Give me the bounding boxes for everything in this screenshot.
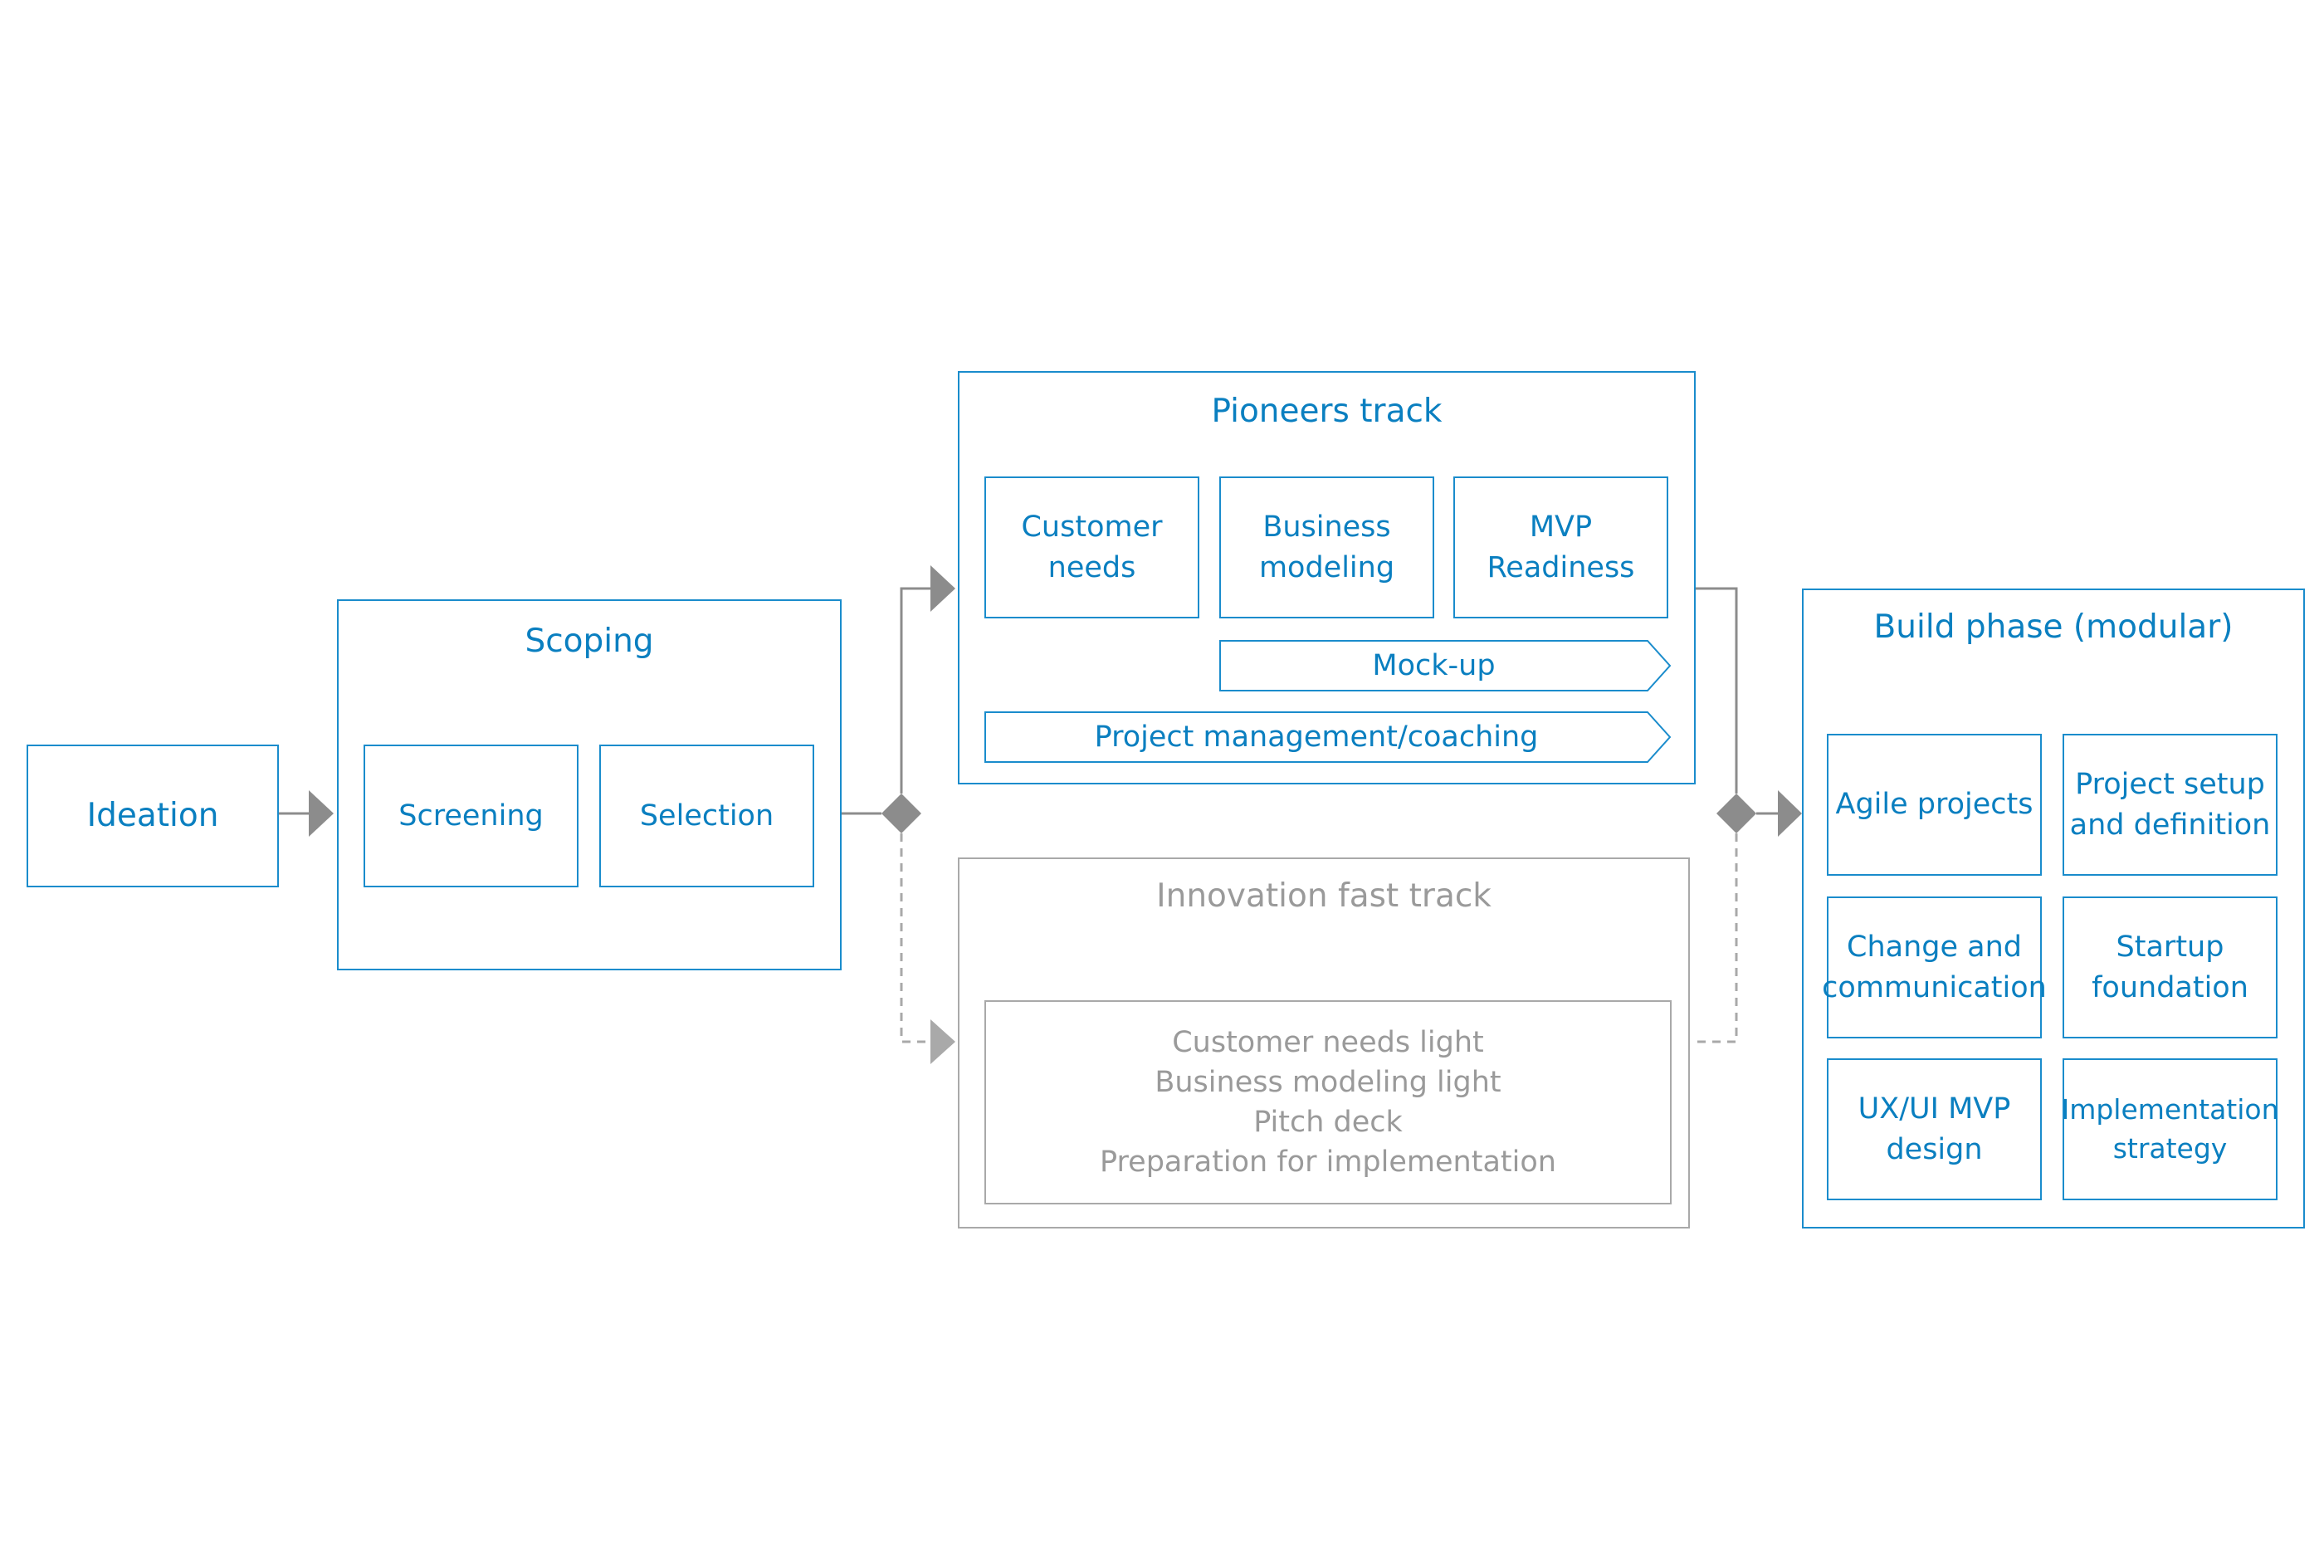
- split-diamond: [881, 794, 921, 833]
- merge-diamond: [1716, 794, 1756, 833]
- fast-track-item: Pitch deck: [1253, 1106, 1403, 1139]
- customer-needs-box: Customer needs: [984, 476, 1199, 618]
- ux-ui-mvp-design-label: UX/UI MVP design: [1858, 1092, 2011, 1166]
- build-phase-container: Build phase (modular): [1802, 589, 2305, 1229]
- arrow-head-pioneers: [930, 565, 955, 612]
- connector-pioneers-merge: [1696, 587, 1738, 794]
- fast-track-content-box: Customer needs light Business modeling l…: [984, 1000, 1672, 1204]
- arrow-head-scoping: [309, 790, 334, 837]
- startup-foundation-label: Startup foundation: [2092, 931, 2248, 1004]
- screening-box: Screening: [364, 745, 579, 887]
- mvp-readiness-label: MVP Readiness: [1487, 510, 1635, 584]
- connector-to-fast-track: [900, 833, 930, 1043]
- implementation-strategy-label: Implementation strategy: [2061, 1093, 2279, 1165]
- startup-foundation-box: Startup foundation: [2063, 896, 2278, 1038]
- fast-track-item: Business modeling light: [1155, 1066, 1501, 1099]
- arrow-head-fast-track: [930, 1019, 955, 1064]
- business-modeling-box: Business modeling: [1219, 476, 1434, 618]
- pioneers-track-container: Pioneers track: [958, 371, 1696, 784]
- agile-projects-box: Agile projects: [1827, 734, 2042, 876]
- scoping-container: Scoping: [337, 599, 842, 970]
- fast-track-item-list: Customer needs light Business modeling l…: [1100, 1023, 1556, 1182]
- screening-label: Screening: [398, 799, 544, 833]
- mock-up-label: Mock-up: [1372, 649, 1496, 682]
- ux-ui-mvp-design-box: UX/UI MVP design: [1827, 1058, 2042, 1200]
- project-management-label: Project management/coaching: [1094, 720, 1539, 754]
- mock-up-band: [1219, 640, 1672, 691]
- selection-label: Selection: [639, 799, 774, 833]
- customer-needs-label: Customer needs: [1021, 510, 1163, 584]
- connector-fast-track-merge: [1697, 833, 1738, 1043]
- ideation-box: Ideation: [27, 745, 279, 887]
- change-communication-label: Change and communication: [1822, 931, 2047, 1004]
- pioneers-track-title: Pioneers track: [1211, 393, 1443, 430]
- build-phase-title: Build phase (modular): [1873, 608, 2234, 646]
- connector-to-pioneers: [900, 587, 930, 794]
- project-setup-label: Project setup and definition: [2069, 768, 2271, 842]
- agile-projects-label: Agile projects: [1835, 788, 2034, 822]
- mvp-readiness-box: MVP Readiness: [1453, 476, 1668, 618]
- arrow-head-build: [1778, 790, 1802, 837]
- business-modeling-label: Business modeling: [1258, 510, 1395, 584]
- implementation-strategy-box: Implementation strategy: [2061, 1058, 2279, 1200]
- scoping-title: Scoping: [525, 623, 654, 660]
- change-communication-box: Change and communication: [1822, 896, 2047, 1038]
- innovation-fast-track-title: Innovation fast track: [1156, 877, 1492, 915]
- fast-track-item: Preparation for implementation: [1100, 1145, 1556, 1179]
- fast-track-item: Customer needs light: [1172, 1026, 1484, 1059]
- ideation-label: Ideation: [86, 796, 219, 834]
- project-setup-box: Project setup and definition: [2063, 734, 2278, 876]
- project-management-band: [984, 711, 1672, 763]
- selection-box: Selection: [599, 745, 814, 887]
- innovation-fast-track-container: Innovation fast track: [958, 857, 1690, 1229]
